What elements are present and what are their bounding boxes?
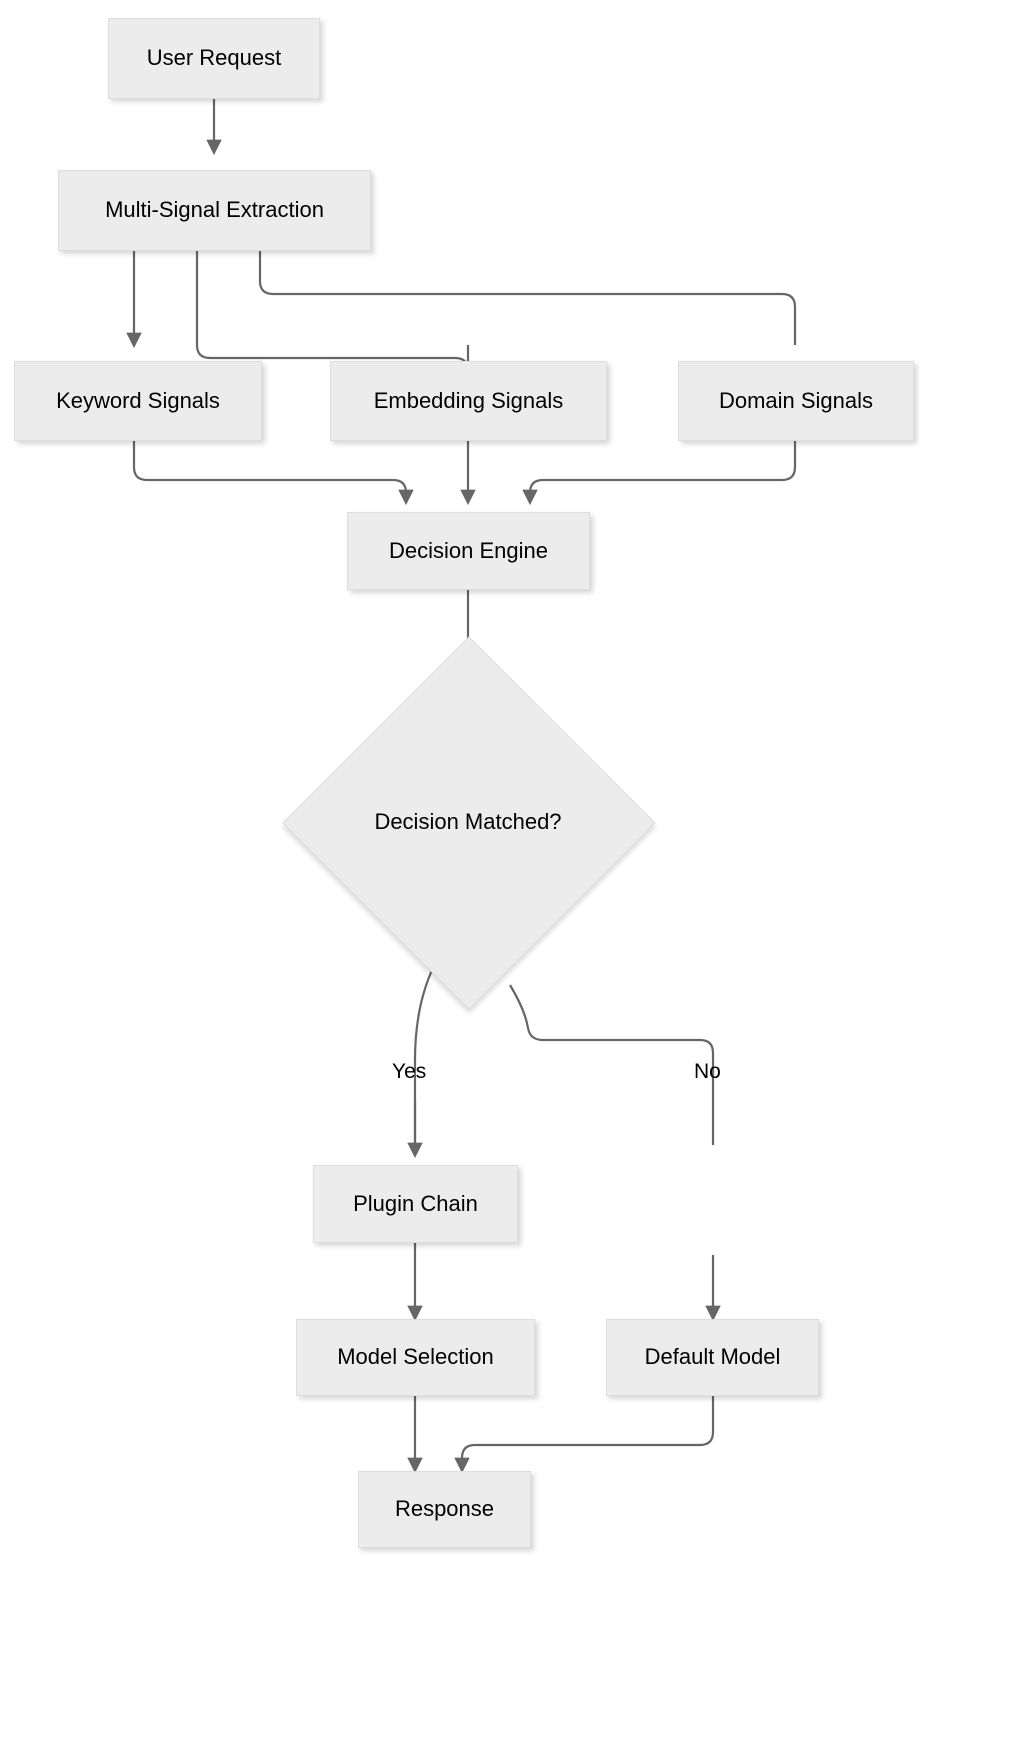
node-default-model[interactable]: Default Model <box>606 1319 819 1396</box>
edge-multi-signal-to-embedding <box>195 251 470 372</box>
edge-keyword-to-decision-engine <box>132 441 414 506</box>
edge-domain-to-decision-engine <box>522 441 797 506</box>
node-user-request-label: User Request <box>146 45 282 71</box>
node-model-selection-label: Model Selection <box>337 1344 494 1370</box>
edge-multi-signal-to-embedding-line <box>197 251 468 358</box>
node-embedding-signals-label: Embedding Signals <box>373 387 564 413</box>
node-default-model-label: Default Model <box>644 1344 781 1370</box>
node-decision-matched[interactable]: Decision Matched? <box>282 636 656 1010</box>
edge-label-no: No <box>694 1060 721 1083</box>
edge-diamond-to-plugin-chain <box>413 957 439 1145</box>
node-response-label: Response <box>394 1496 495 1522</box>
edge-multi-signal-to-domain <box>258 251 797 345</box>
node-keyword-signals[interactable]: Keyword Signals <box>14 361 262 441</box>
node-decision-matched-label: Decision Matched? <box>374 809 562 834</box>
node-keyword-signals-label: Keyword Signals <box>56 387 220 413</box>
edge-default-model-to-response <box>454 1396 715 1474</box>
node-decision-engine[interactable]: Decision Engine <box>347 512 590 590</box>
node-model-selection[interactable]: Model Selection <box>296 1319 535 1396</box>
node-response[interactable]: Response <box>358 1471 531 1548</box>
edge-label-yes: Yes <box>392 1060 427 1083</box>
node-embedding-signals[interactable]: Embedding Signals <box>330 361 607 441</box>
node-user-request[interactable]: User Request <box>108 18 320 99</box>
node-domain-signals-label: Domain Signals <box>718 387 874 413</box>
node-plugin-chain-label: Plugin Chain <box>353 1190 478 1216</box>
edge-diamond-to-default-model <box>509 984 715 1145</box>
node-plugin-chain[interactable]: Plugin Chain <box>313 1165 518 1243</box>
node-multi-signal-extraction-label: Multi-Signal Extraction <box>105 197 324 223</box>
node-decision-engine-label: Decision Engine <box>389 537 548 563</box>
node-domain-signals[interactable]: Domain Signals <box>678 361 914 441</box>
node-multi-signal-extraction[interactable]: Multi-Signal Extraction <box>58 170 371 251</box>
